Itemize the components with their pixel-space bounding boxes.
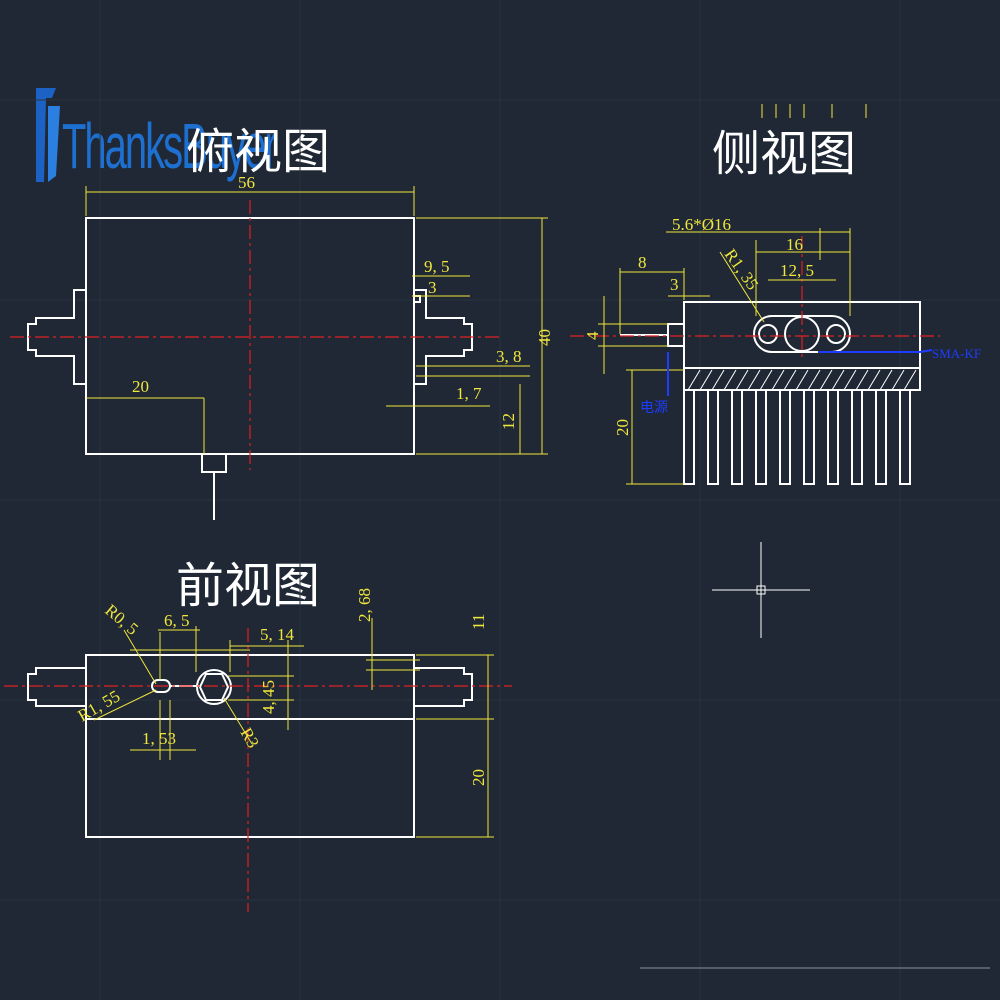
crosshair-cursor-icon (712, 542, 810, 638)
heatsink-fins (683, 390, 911, 485)
side-dim-3: 3 (670, 275, 679, 294)
side-view-title: 侧视图 (712, 126, 857, 182)
front-dim-1-53: 1, 53 (142, 729, 176, 748)
front-dim-11: 11 (469, 614, 488, 630)
front-dim-6-5: 6, 5 (164, 611, 190, 630)
brand-logo-text: ThanksBuyer (62, 112, 278, 183)
top-dim-height: 40 (535, 329, 554, 346)
top-dim-12: 12 (499, 413, 518, 430)
side-dim-12-5: 12, 5 (780, 261, 814, 280)
top-view: 56 40 9, 5 3 3, 8 1, 7 12 20 (10, 173, 554, 520)
side-view: 5.6*Ø16 8 3 R1, 35 16 12, 5 4 20 SMA-KF … (570, 104, 981, 485)
front-view-centerlines (4, 628, 512, 912)
connector-label: SMA-KF (932, 346, 981, 361)
front-view: R0, 5 6, 5 5, 14 2, 68 11 R1, 55 4, 45 R… (4, 588, 512, 912)
top-dim-1-7: 1, 7 (456, 384, 482, 403)
front-dim-5-14: 5, 14 (260, 625, 295, 644)
top-dim-9-5: 9, 5 (424, 257, 450, 276)
front-view-dimension-lines (93, 618, 494, 838)
side-dim-holes: 5.6*Ø16 (672, 215, 731, 234)
front-view-title: 前视图 (176, 558, 321, 614)
heatsink-base (683, 367, 921, 391)
side-dim-8: 8 (638, 253, 647, 272)
top-dim-3-8: 3, 8 (496, 347, 522, 366)
front-dim-r-3: R3 (237, 725, 263, 752)
top-dim-3: 3 (428, 278, 437, 297)
front-dim-2-68: 2, 68 (355, 588, 374, 622)
front-dim-r-0-5: R0, 5 (101, 601, 141, 639)
side-view-centerlines (570, 236, 940, 360)
side-top-ticks (761, 104, 867, 118)
top-view-title: 俯视图 (186, 124, 331, 180)
side-dim-16: 16 (786, 235, 803, 254)
front-dim-4-45: 4, 45 (259, 680, 278, 714)
brand-logo-mark (36, 88, 60, 182)
top-view-centerlines (10, 200, 500, 470)
side-view-dimension-lines (598, 228, 851, 485)
side-dim-4: 4 (583, 331, 602, 340)
side-dim-20: 20 (613, 419, 632, 436)
side-annotation-leaders (667, 349, 933, 396)
top-dim-width: 56 (238, 173, 255, 192)
top-view-dimension-lines (85, 186, 548, 455)
front-dim-20: 20 (469, 769, 488, 786)
top-dim-20: 20 (132, 377, 149, 396)
power-label: 电源 (640, 400, 668, 416)
side-view-outline (620, 301, 921, 369)
